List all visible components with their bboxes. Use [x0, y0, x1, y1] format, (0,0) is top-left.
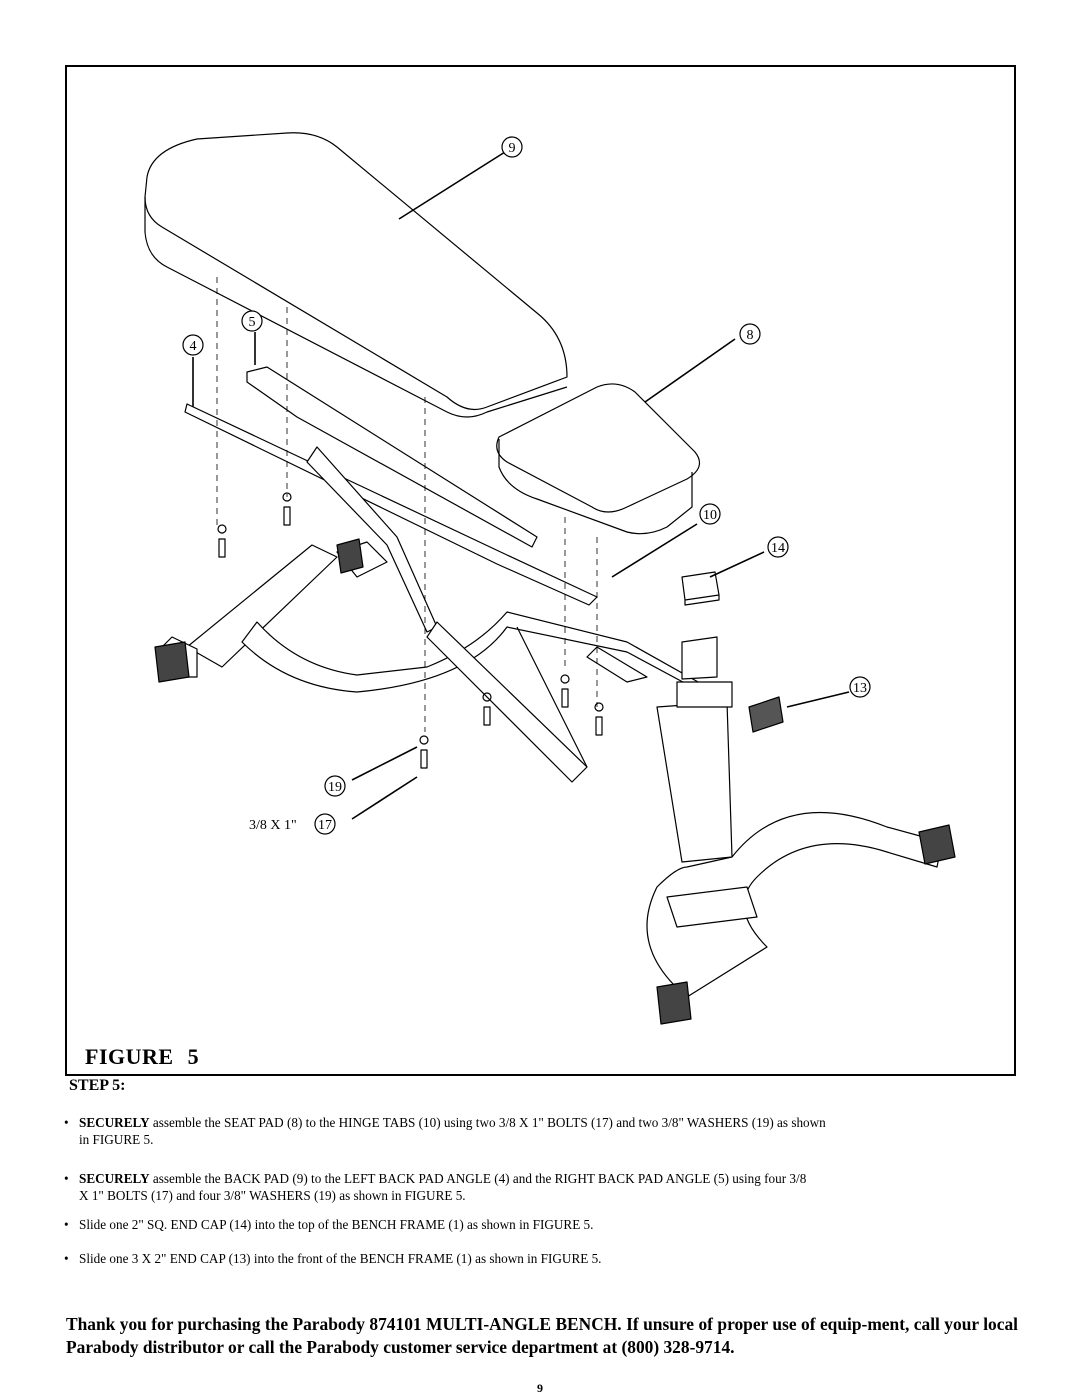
back-pad-angle-rails — [184, 366, 598, 606]
callout-13: 13 — [853, 681, 867, 696]
bullet-text-continued: X 1" BOLTS (17) and four 3/8" WASHERS (1… — [79, 1188, 466, 1203]
end-cap-14 — [681, 571, 720, 606]
callout-8: 8 — [747, 328, 754, 343]
feet — [154, 538, 956, 1025]
page-number: 9 — [537, 1381, 543, 1395]
bullet-text: Slide one 3 X 2" END CAP (13) into the f… — [79, 1251, 602, 1266]
figure-caption: FIGURE 5 — [85, 1044, 199, 1070]
callout-9: 9 — [509, 141, 516, 156]
bolts — [217, 492, 604, 769]
thank-you-notice: Thank you for purchasing the Parabody 87… — [66, 1314, 1018, 1357]
bullet-text: assemble the BACK PAD (9) to the LEFT BA… — [149, 1171, 807, 1186]
bullet-text: Slide one 2" SQ. END CAP (14) into the t… — [79, 1217, 594, 1232]
bolt-size-label: 3/8 X 1" — [249, 818, 297, 833]
callout-4: 4 — [190, 339, 197, 354]
end-cap-13 — [748, 696, 784, 733]
bench-assembly-diagram: 9 5 4 8 10 14 13 19 17 3/8 X 1" — [144, 132, 956, 1025]
bench-frame — [161, 446, 943, 998]
callout-10: 10 — [703, 508, 717, 523]
callout-17: 17 — [318, 818, 332, 833]
bullet-emphasis: SECURELY — [79, 1115, 150, 1130]
seat-pad — [496, 383, 701, 535]
figure-frame: 9 5 4 8 10 14 13 19 17 3/8 X 1" FIGURE 5 — [65, 65, 1016, 1076]
callout-14: 14 — [771, 541, 785, 556]
bullet-text: assemble the SEAT PAD (8) to the HINGE T… — [149, 1115, 826, 1130]
back-pad — [144, 132, 568, 418]
bullet-marker: • — [64, 1171, 69, 1186]
callout-circles — [182, 136, 871, 835]
bullet-emphasis: SECURELY — [79, 1171, 150, 1186]
leader-lines — [192, 151, 850, 820]
figure-caption-label: FIGURE — [85, 1044, 174, 1069]
bullet-marker: • — [64, 1217, 69, 1232]
bullet-text-continued: in FIGURE 5. — [79, 1132, 154, 1147]
step-heading: STEP 5: — [69, 1077, 126, 1094]
alignment-lines — [216, 277, 598, 732]
bullet-marker: • — [64, 1115, 69, 1130]
figure-caption-number: 5 — [187, 1044, 200, 1069]
callout-19: 19 — [328, 780, 342, 795]
callout-5: 5 — [249, 315, 256, 330]
bullet-marker: • — [64, 1251, 69, 1266]
